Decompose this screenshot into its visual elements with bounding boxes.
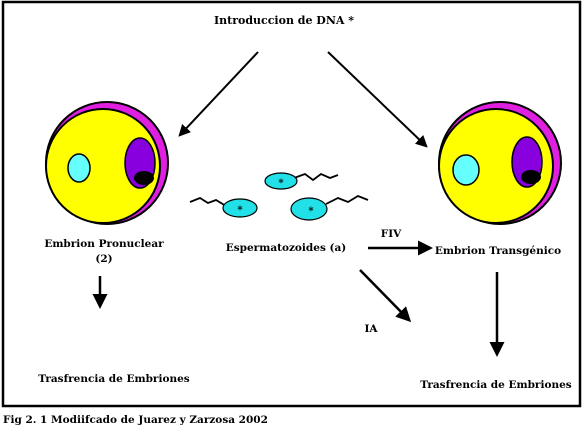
sperm-tail <box>189 196 227 207</box>
sperm-marker: * <box>308 206 314 217</box>
arrow-title-to-right-embryo <box>327 51 428 148</box>
fiv-label: FIV <box>381 228 402 240</box>
sperm-head <box>290 197 328 221</box>
arrow-ia <box>359 269 412 323</box>
small-pronucleus <box>67 153 91 183</box>
transgenic-embryo-label: Embrion Transgénico <box>435 245 561 257</box>
ia-label: IA <box>364 323 378 335</box>
right-transfer-label: Trasfrencia de Embriones <box>420 379 571 391</box>
pronuclear-embryo <box>45 101 169 225</box>
sperm-head <box>264 172 298 190</box>
diagram-frame <box>1 0 582 408</box>
arrow-title-to-left-embryo <box>178 51 259 137</box>
nucleolus <box>134 171 154 185</box>
nucleolus <box>521 170 541 184</box>
sperm-head <box>222 198 258 218</box>
transgenic-embryo <box>438 101 562 225</box>
pronuclear-embryo-footnote: (2) <box>95 253 112 265</box>
sperm-tail <box>325 194 369 205</box>
sperm-cell: * <box>189 196 258 218</box>
figure-caption: Fig 2. 1 Modiifcado de Juarez y Zarzosa … <box>3 414 268 426</box>
sperm-label: Espermatozoides (a) <box>226 242 347 254</box>
pronuclear-embryo-label: Embrion Pronuclear <box>44 238 164 250</box>
sperm-marker: * <box>237 205 243 216</box>
diagram-title: Introduccion de DNA * <box>214 14 354 27</box>
sperm-cell: * <box>264 172 339 190</box>
small-pronucleus <box>452 154 480 186</box>
sperm-tail <box>293 172 339 182</box>
left-transfer-label: Trasfrencia de Embriones <box>38 373 189 385</box>
cytoplasm <box>45 108 161 224</box>
sperm-cell: * <box>290 194 369 221</box>
sperm-marker: * <box>278 178 284 189</box>
